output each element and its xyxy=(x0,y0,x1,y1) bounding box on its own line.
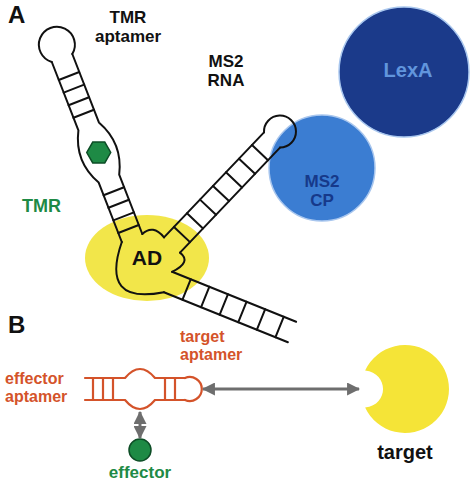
hairpin-loop xyxy=(39,27,75,62)
double-arrow xyxy=(203,388,359,391)
pacman-shape xyxy=(365,345,449,433)
effector-circle: effector xyxy=(128,438,152,462)
base-pairs xyxy=(59,72,139,233)
activation-domain-ellipse: AD xyxy=(85,215,209,301)
rna-label: MS2 RNA xyxy=(200,52,252,90)
rna-strand xyxy=(52,62,122,242)
protein-label: LexA xyxy=(358,59,458,81)
coat-protein-circle: MS2 CP xyxy=(268,114,376,222)
circle-shape xyxy=(129,439,151,461)
base-pairs xyxy=(93,378,175,400)
tmr-hexagon xyxy=(87,142,111,163)
circle-shape xyxy=(339,7,469,137)
aptamer-label: TMR aptamer xyxy=(88,8,168,46)
aptamer-switch: effector aptamertarget aptamer xyxy=(85,372,203,412)
panel-letter: A xyxy=(8,2,38,29)
node-outline xyxy=(85,372,203,412)
node-outline xyxy=(359,343,451,435)
target-label: target xyxy=(345,441,465,463)
lexa-circle: LexA xyxy=(338,6,470,138)
panel-letter: B xyxy=(8,312,38,339)
circle-shape xyxy=(269,115,375,221)
domain-label: AD xyxy=(85,246,209,270)
target-shape: target xyxy=(359,343,451,435)
aptamer-label: target aptamer xyxy=(180,328,260,364)
hairpin-loop xyxy=(185,377,202,401)
double-arrow xyxy=(139,412,142,438)
node-outline xyxy=(128,438,152,462)
rna-strand xyxy=(85,369,185,378)
protein-label: MS2 CP xyxy=(292,172,352,210)
rna-strands xyxy=(39,27,296,342)
ligand-label: TMR xyxy=(22,196,82,216)
rna-strand xyxy=(72,54,142,234)
rna-strand xyxy=(85,400,185,409)
aptamer-label: effector aptamer xyxy=(5,370,83,406)
ellipse-shape xyxy=(85,215,209,301)
effector-label: effector xyxy=(90,463,190,482)
